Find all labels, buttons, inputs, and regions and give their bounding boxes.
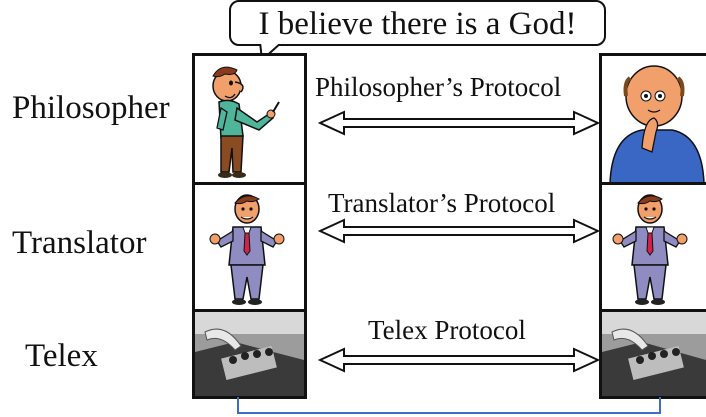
speech-text: I believe there is a God!: [258, 6, 577, 42]
telex-photo-left: [195, 312, 304, 396]
protocol-label-translator: Translator’s Protocol: [328, 188, 556, 218]
double-arrow-telex: [318, 347, 600, 373]
frame-left-telex: [192, 309, 307, 399]
layer-label-philosopher: Philosopher: [12, 90, 170, 126]
shrugging-man-figure-left: [209, 194, 285, 305]
frame-right-telex: [599, 309, 706, 399]
layer-label-translator: Translator: [12, 225, 147, 261]
frame-right-translator: [599, 182, 706, 312]
frame-right-philosopher: [599, 53, 706, 186]
frame-left-translator: [192, 182, 307, 312]
protocol-label-philosopher: Philosopher’s Protocol: [315, 72, 562, 102]
protocol-label-telex: Telex Protocol: [368, 315, 526, 345]
double-arrow-translator: [318, 218, 600, 244]
frame-left-philosopher: [192, 53, 307, 186]
shrugging-man-figure-right: [612, 194, 688, 305]
double-arrow-philosopher: [318, 110, 600, 136]
layer-label-telex: Telex: [25, 338, 98, 374]
pointing-man-figure: [212, 66, 280, 178]
thinking-bald-man-figure: [609, 65, 705, 183]
physical-link-connector: [237, 397, 661, 414]
speech-bubble: I believe there is a God!: [229, 0, 606, 46]
telex-photo-right: [602, 312, 706, 396]
